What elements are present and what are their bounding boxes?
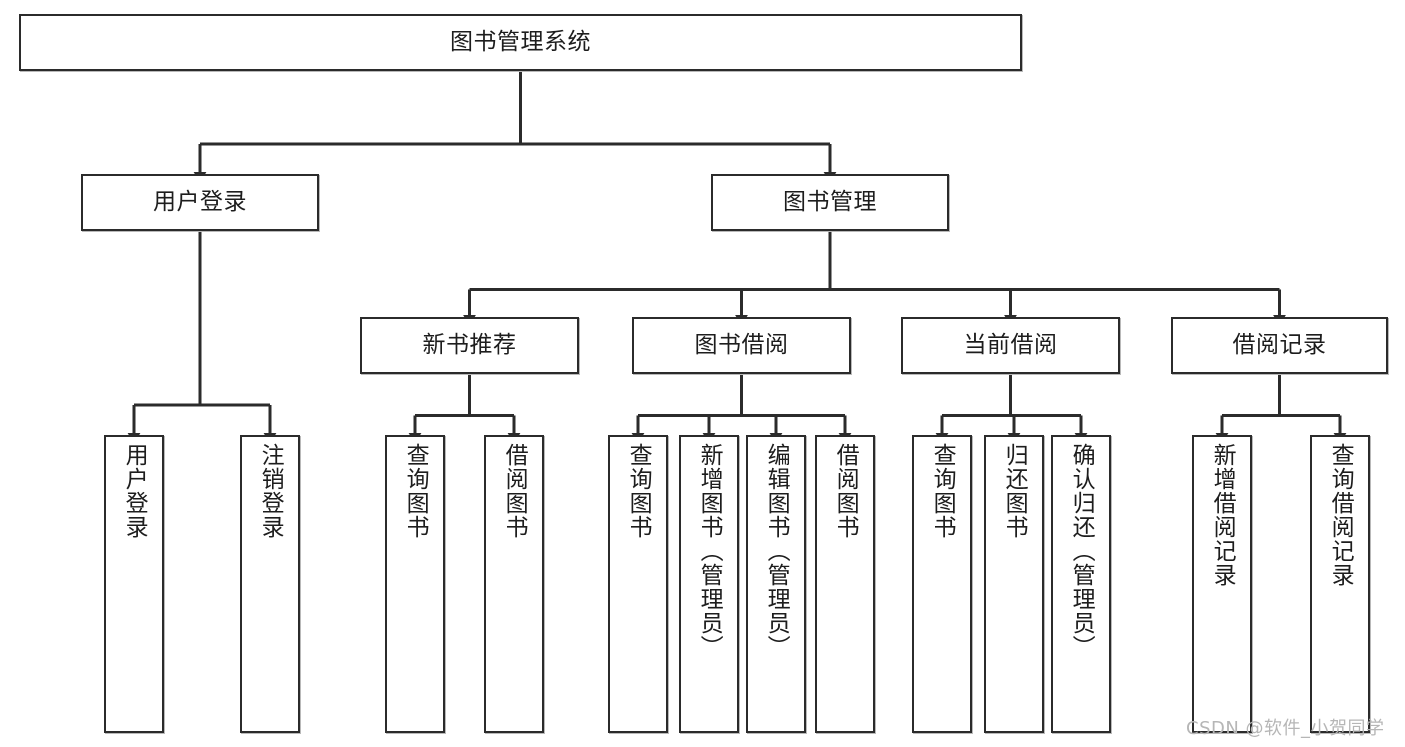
node-label: 查询图书 [402,443,429,539]
node-leaf-user-login: 用户登录 [104,435,164,733]
csdn-watermark: CSDN @软件_小贺同学 [1186,718,1385,739]
node-root: 图书管理系统 [19,14,1022,71]
node-label: 图书借阅 [694,331,789,358]
node-user-login: 用户登录 [81,174,319,231]
node-new-book-rec: 新书推荐 [360,317,579,374]
node-label: 新书推荐 [422,331,517,358]
node-leaf-add-record: 新增借阅记录 [1192,435,1252,733]
node-leaf-user-logout: 注销登录 [240,435,300,733]
node-leaf-confirm-ret: 确认归还（管理员） [1051,435,1111,733]
node-leaf-query-book-2: 查询图书 [608,435,668,733]
node-leaf-query-record: 查询借阅记录 [1310,435,1370,733]
node-label: 查询图书 [625,443,652,539]
node-label: 图书管理 [783,188,877,215]
node-leaf-borrow-book-2: 借阅图书 [815,435,875,733]
node-label: 确认归还（管理员） [1068,443,1095,659]
node-label: 查询借阅记录 [1327,443,1354,587]
node-leaf-add-book: 新增图书（管理员） [679,435,739,733]
node-leaf-query-book-3: 查询图书 [912,435,972,733]
node-label: 借阅记录 [1232,331,1327,358]
node-leaf-edit-book: 编辑图书（管理员） [746,435,806,733]
node-book-manage: 图书管理 [711,174,949,231]
node-label: 图书管理系统 [450,28,591,55]
node-label: 当前借阅 [963,331,1058,358]
node-label: 归还图书 [1001,443,1028,539]
node-label: 注销登录 [257,443,284,539]
node-book-borrow: 图书借阅 [632,317,851,374]
node-current-borrow: 当前借阅 [901,317,1120,374]
node-label: 新增借阅记录 [1209,443,1236,587]
node-label: 用户登录 [121,443,148,539]
node-leaf-borrow-book-1: 借阅图书 [484,435,544,733]
node-label: 编辑图书（管理员） [763,443,790,659]
node-borrow-record: 借阅记录 [1171,317,1388,374]
node-label: 借阅图书 [832,443,859,539]
node-leaf-return-book: 归还图书 [984,435,1044,733]
node-label: 查询图书 [929,443,956,539]
node-label: 借阅图书 [501,443,528,539]
node-label: 用户登录 [153,188,247,215]
node-label: 新增图书（管理员） [696,443,723,659]
node-leaf-query-book-1: 查询图书 [385,435,445,733]
